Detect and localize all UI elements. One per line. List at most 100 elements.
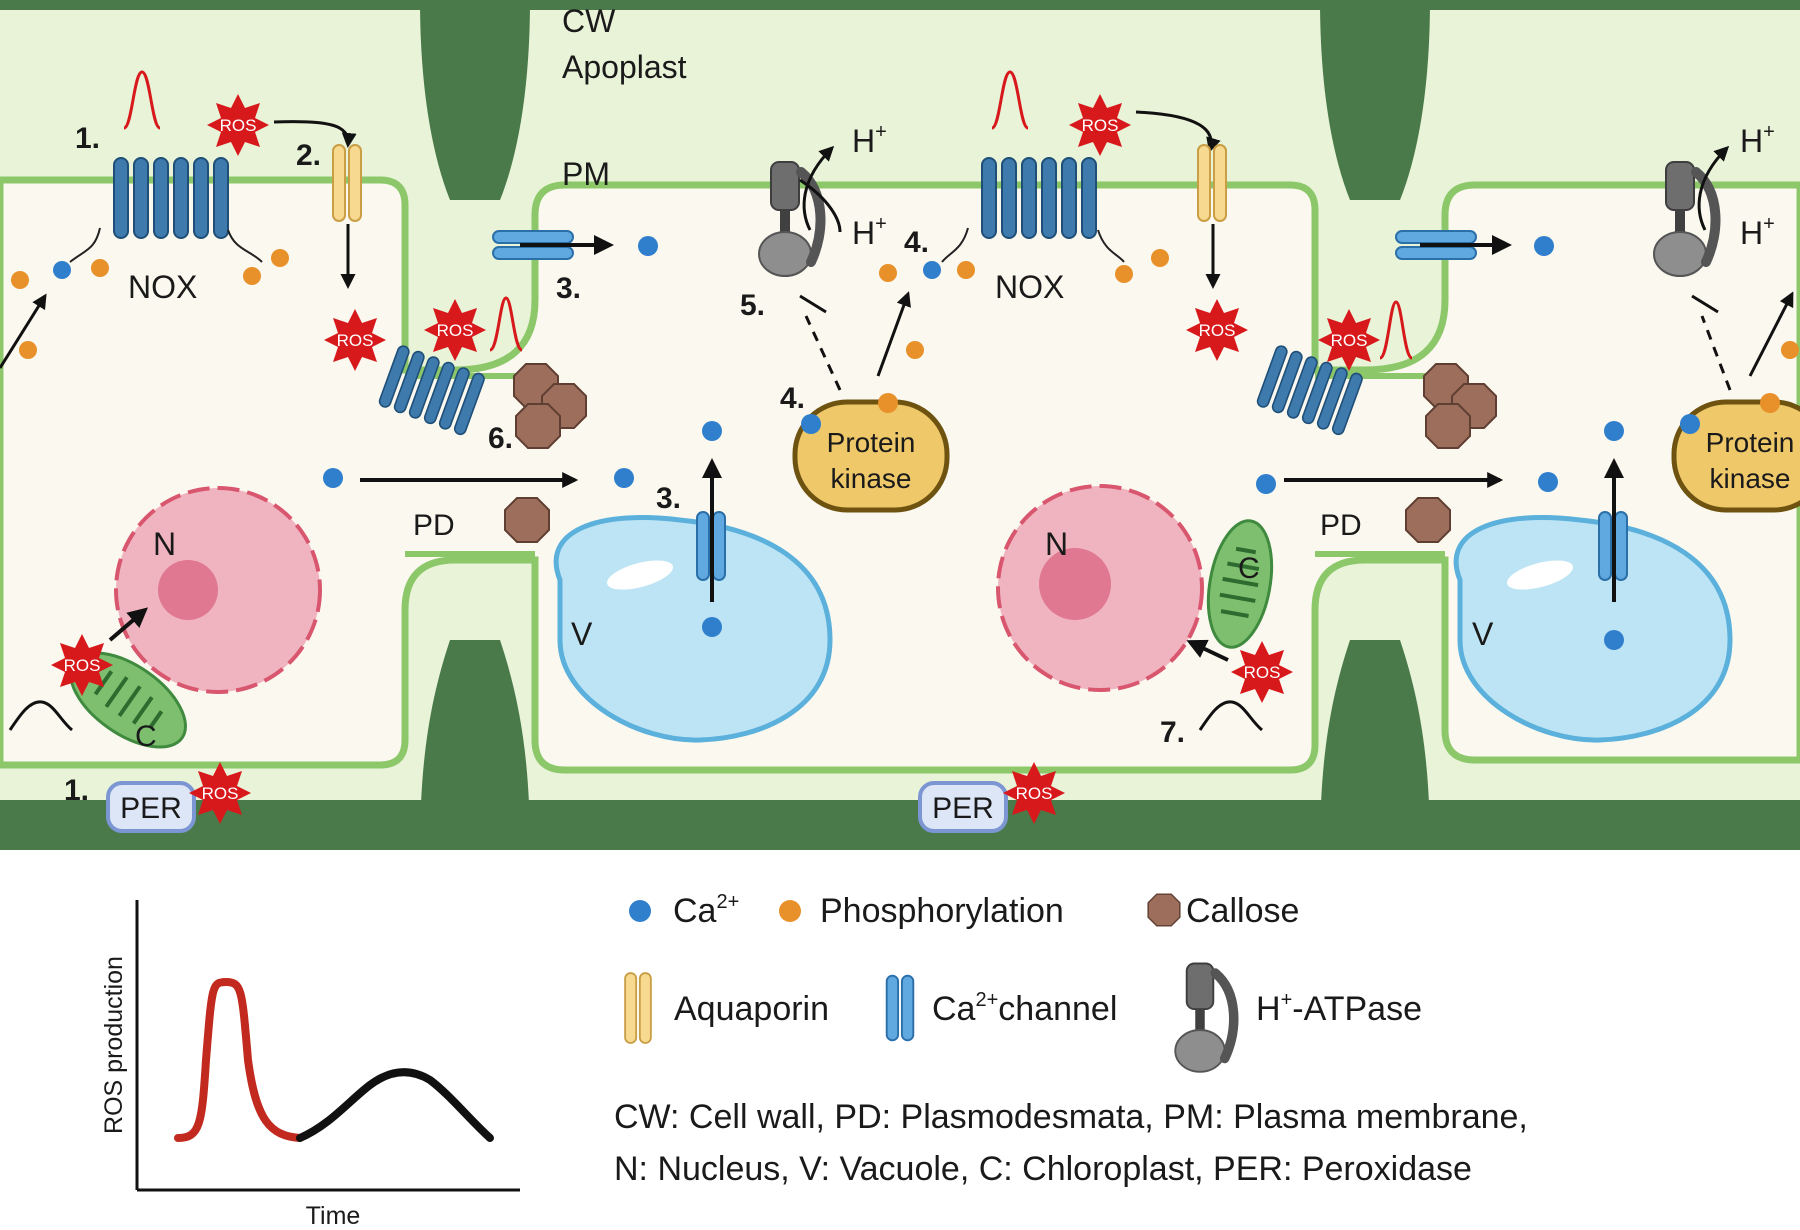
step-1-label-per: 1. <box>64 774 89 807</box>
ca-dot <box>53 261 71 279</box>
phospho-dot <box>19 341 37 359</box>
svg-text:Protein: Protein <box>1706 427 1795 458</box>
step-4-label-top: 4. <box>904 226 929 259</box>
phospho-dot <box>91 259 109 277</box>
callose-pd <box>1405 497 1451 543</box>
legend-ca-dot <box>629 900 651 922</box>
svg-text:ROS: ROS <box>1331 331 1368 350</box>
svg-text:PER: PER <box>120 792 182 825</box>
cell-right: H+ H+ Protein kinase V <box>1395 121 1800 743</box>
phospho-dot <box>1115 265 1133 283</box>
phospho-dot <box>1151 249 1169 267</box>
svg-text:ROS: ROS <box>220 116 257 135</box>
ca-dot <box>1604 630 1624 650</box>
protein-kinase: Protein kinase <box>792 399 950 513</box>
ca-dot <box>702 421 722 441</box>
ros-peak-curve <box>489 296 523 352</box>
h-plus-in: H+ <box>852 213 887 251</box>
phospho-dot <box>878 393 898 413</box>
svg-text:ROS: ROS <box>1199 321 1236 340</box>
ca-dot <box>614 468 634 488</box>
ca-dot <box>638 236 658 256</box>
step-3-label-vac: 3. <box>656 482 681 515</box>
protein-kinase: Protein kinase <box>1671 399 1800 513</box>
svg-text:V: V <box>571 616 593 652</box>
ca-dot <box>323 468 343 488</box>
legend-callose-icon <box>1147 893 1181 927</box>
ros-burst: ROS <box>324 309 386 371</box>
phospho-dot <box>1760 393 1780 413</box>
h-plus-out: H+ <box>852 121 887 159</box>
ros-burst: ROS <box>189 762 251 824</box>
phospho-dot <box>271 249 289 267</box>
ros-burst: ROS <box>1069 94 1131 156</box>
phospho-dot <box>11 271 29 289</box>
ros-late-wave <box>296 1068 494 1142</box>
step-3-label: 3. <box>556 272 581 305</box>
pd-label-2: PD <box>1320 509 1362 542</box>
legend-h-atpase-label: H+-ATPase <box>1256 989 1422 1028</box>
ros-burst: ROS <box>424 299 486 361</box>
nox-label: NOX <box>995 269 1064 305</box>
svg-text:PER: PER <box>932 792 994 825</box>
legend-callose-label: Callose <box>1186 892 1299 930</box>
cw-label: CW <box>562 3 616 39</box>
h-plus-in: H+ <box>1740 213 1775 251</box>
svg-text:kinase: kinase <box>1710 463 1791 494</box>
nucleus: N <box>114 486 322 694</box>
ros-burst: ROS <box>1231 641 1293 703</box>
ros-burst: ROS <box>51 634 113 696</box>
svg-text:Protein: Protein <box>827 427 916 458</box>
ca-dot <box>923 261 941 279</box>
phospho-dot <box>906 341 924 359</box>
phospho-dot <box>879 264 897 282</box>
ca-dot <box>1256 474 1276 494</box>
legend-aquaporin-icon <box>624 972 652 1044</box>
svg-text:kinase: kinase <box>831 463 912 494</box>
vacuole: V <box>1453 515 1733 743</box>
ca-dot <box>702 617 722 637</box>
svg-text:N: N <box>153 526 176 562</box>
ca-dot <box>1538 472 1558 492</box>
ca-dot <box>1534 236 1554 256</box>
ros-peak-curve <box>990 70 1030 130</box>
svg-text:ROS: ROS <box>337 331 374 350</box>
legend-phospho-dot <box>779 900 801 922</box>
svg-text:N: N <box>1045 526 1068 562</box>
legend-ca-channel-label: Ca2+channel <box>932 989 1117 1028</box>
abbrev-line-2: N: Nucleus, V: Vacuole, C: Chloroplast, … <box>614 1150 1472 1188</box>
ros-peak-curve <box>122 70 162 130</box>
peroxidase: PER <box>918 781 1008 833</box>
legend-aquaporin-label: Aquaporin <box>674 990 829 1028</box>
ros-burst: ROS <box>1003 762 1065 824</box>
step-5-label: 5. <box>740 289 765 322</box>
ca-dot <box>1604 421 1624 441</box>
chloroplast-label: C <box>135 720 157 753</box>
ca-dot <box>801 414 821 434</box>
cell-middle: 3. H+ H+ 5. 4. 4. Protein kinase V <box>492 70 1504 833</box>
vacuole: V <box>553 515 833 743</box>
ros-peak-curve <box>1378 300 1414 360</box>
legend-ca-channel-icon <box>885 974 915 1042</box>
step-6-label: 6. <box>488 422 513 455</box>
step-1-label: 1. <box>75 122 100 155</box>
svg-text:ROS: ROS <box>437 321 474 340</box>
h-plus-out: H+ <box>1740 121 1775 159</box>
svg-text:V: V <box>1472 616 1494 652</box>
legend-h-atpase-icon <box>1175 964 1233 1072</box>
legend-phospho-label: Phosphorylation <box>820 892 1064 930</box>
chloroplast <box>1206 519 1274 649</box>
apoplast-label: Apoplast <box>562 49 687 85</box>
ros-production-graph: ROS production Time <box>100 900 520 1230</box>
pd-label: PD <box>413 509 455 542</box>
abbrev-line-1: CW: Cell wall, PD: Plasmodesmata, PM: Pl… <box>614 1098 1528 1136</box>
legend: Ca2+ Phosphorylation Callose Aquaporin C… <box>614 891 1528 1188</box>
svg-text:ROS: ROS <box>1082 116 1119 135</box>
cell-left: 1. NOX ROS 2. ROS ROS 6. <box>0 70 587 833</box>
ros-burst: ROS <box>1186 299 1248 361</box>
pm-label: PM <box>562 156 610 192</box>
step-2-label: 2. <box>296 139 321 172</box>
legend-ca-label: Ca2+ <box>673 891 739 930</box>
svg-text:ROS: ROS <box>202 784 239 803</box>
